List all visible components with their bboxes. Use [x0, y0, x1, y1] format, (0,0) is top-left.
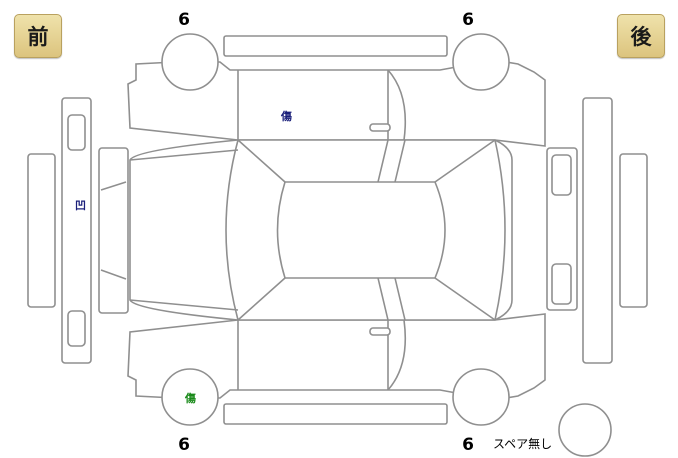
roof — [276, 181, 446, 279]
rear-panel — [582, 97, 613, 364]
front-panel — [61, 97, 92, 364]
rear-badge: 後 — [617, 14, 665, 58]
bottom-side-sill — [223, 403, 448, 425]
front-lamp-lower — [67, 310, 86, 347]
spare-tire-label: スペア無し — [493, 437, 553, 451]
spare-tire — [558, 403, 612, 457]
damage-mark-front-bumper: 凹 — [75, 199, 86, 212]
damage-mark-left-front-wheel: 傷 — [185, 392, 196, 405]
rear-lamp-lower — [551, 263, 572, 305]
rear-bumper-strip — [619, 153, 648, 308]
top-side-body — [127, 59, 546, 147]
rear-lamp-upper — [551, 154, 572, 196]
front-grille — [98, 147, 129, 314]
tire-depth-rear-bottom: 6 — [462, 435, 474, 455]
top-side-sill — [223, 35, 448, 57]
tire-depth-front-bottom: 6 — [178, 435, 190, 455]
tire-rear-bottom — [452, 368, 510, 426]
front-badge: 前 — [14, 14, 62, 58]
damage-mark-right-front-door: 傷 — [281, 110, 292, 123]
front-bumper-strip — [27, 153, 56, 308]
tire-front-top — [161, 33, 219, 91]
tire-rear-top — [452, 33, 510, 91]
bottom-side-body — [127, 313, 546, 401]
tire-depth-front-top: 6 — [178, 10, 190, 30]
tire-depth-rear-top: 6 — [462, 10, 474, 30]
front-lamp-upper — [67, 114, 86, 151]
tire-front-bottom — [161, 368, 219, 426]
